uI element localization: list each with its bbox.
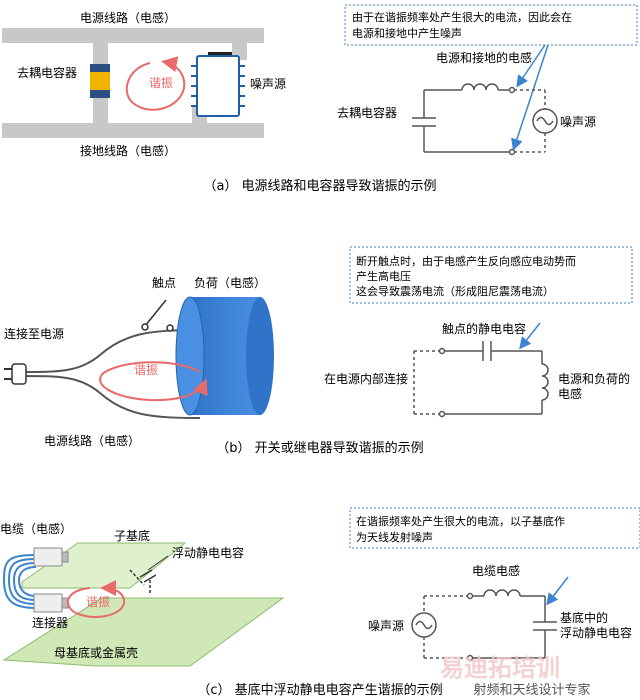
cable-label: 电缆（电感） xyxy=(0,521,72,536)
inductor-load xyxy=(175,296,274,416)
resonance-label: 谐振 xyxy=(149,76,173,90)
connector-bottom xyxy=(33,593,69,613)
floating-cap-symbol xyxy=(129,569,157,595)
callout-a-line2: 电源和接地中产生噪声 xyxy=(352,26,462,40)
load-ind-line1: 电源和负荷的 xyxy=(558,371,630,386)
ic-chip xyxy=(191,52,245,117)
ground-trace xyxy=(2,123,264,138)
power-plug-icon xyxy=(4,363,27,385)
resonance-loop-arrow-b xyxy=(99,361,208,402)
circuit-cap-label: 去耦电容器 xyxy=(337,105,397,120)
watermark-logo: 易迪拓培训 xyxy=(440,654,560,682)
callout-box-b xyxy=(349,246,633,304)
cable-lower xyxy=(19,375,201,419)
contact-label: 触点 xyxy=(152,276,176,290)
connect-power-label: 连接至电源 xyxy=(4,326,64,341)
sub-board-label: 子基底 xyxy=(114,528,150,543)
callout-box-a xyxy=(344,4,638,46)
cable-bundle xyxy=(2,554,37,609)
circuit-b xyxy=(413,341,549,418)
sub-cap-line1: 基底中的 xyxy=(560,610,608,625)
load-ind-line2: 电感 xyxy=(558,386,582,401)
ground-line-label: 接地线路（电感） xyxy=(80,143,176,158)
caption-a: （a） 电源线路和电容器导致谐振的示例 xyxy=(203,178,436,194)
resonance-label-c: 谐振 xyxy=(86,595,110,609)
resonance-loop-arrow-c xyxy=(66,580,126,618)
callout-a-line1: 由于在谐振频率处产生很大的电流，因此会在 xyxy=(352,10,572,24)
power-trace xyxy=(2,28,264,43)
connector-top xyxy=(33,547,69,567)
panel-a: 电源线路（电感） 去耦电容器 谐振 噪声源 接地线路（电感） 由于在谐振频率处产… xyxy=(2,4,638,194)
internal-conn-label: 在电源内部连接 xyxy=(324,371,408,386)
floating-cap-label: 浮动静电电容 xyxy=(172,545,244,560)
load-label: 负荷（电感） xyxy=(194,275,266,290)
panel-b: 触点 负荷（电感） 连接至电源 谐振 电源线路（电感） 断开触点时，由于电感产生… xyxy=(4,246,633,456)
circuit-a xyxy=(412,83,558,156)
main-board-label: 母基底或金属壳 xyxy=(54,645,138,660)
connector-label: 连接器 xyxy=(32,615,68,630)
callout-b-line1: 断开触点时，由于电感产生反向感应电动势而 xyxy=(356,254,576,268)
inductance-label: 电源和接地的电感 xyxy=(436,50,532,65)
circuit-noise-label: 噪声源 xyxy=(560,115,596,129)
contact-cap-label: 触点的静电电容 xyxy=(442,321,526,336)
panel-c: 电缆（电感） 子基底 浮动静电电容 谐振 连接器 母基底或金属壳 在谐振频率处产… xyxy=(0,507,640,698)
circuit-c xyxy=(411,589,557,662)
callout-b-line2: 产生高电压 xyxy=(356,269,411,283)
noise-source-label-c: 噪声源 xyxy=(368,619,404,633)
resonance-label-b: 谐振 xyxy=(134,363,158,377)
decoupling-capacitor xyxy=(90,64,110,98)
callout-c-line1: 在谐振频率处产生很大的电流，以子基底作 xyxy=(356,514,565,528)
main-board xyxy=(2,597,285,667)
resonance-loop-arrow xyxy=(125,56,186,111)
cable-ind-label: 电缆电感 xyxy=(472,563,520,578)
switch-contact xyxy=(141,299,174,332)
callout-box-c xyxy=(349,507,640,549)
power-line-label-b: 电源线路（电感） xyxy=(44,433,140,448)
caption-b: （b） 开关或继电器导致谐振的示例 xyxy=(216,440,423,456)
decoupling-cap-label: 去耦电容器 xyxy=(17,65,77,80)
caption-c: （c） 基底中浮动静电电容产生谐振的示例 xyxy=(197,682,442,698)
power-line-label: 电源线路（电感） xyxy=(80,10,176,25)
watermark-text: 射频和天线设计专家 xyxy=(473,682,590,698)
callout-c-line2: 为天线发射噪声 xyxy=(356,530,433,544)
noise-source-label: 噪声源 xyxy=(250,77,286,91)
callout-b-line3: 这会导致震荡电流（形成阻尼震荡电流） xyxy=(356,284,554,298)
sub-cap-line2: 浮动静电电容 xyxy=(560,625,632,640)
cable-upper xyxy=(19,329,201,373)
